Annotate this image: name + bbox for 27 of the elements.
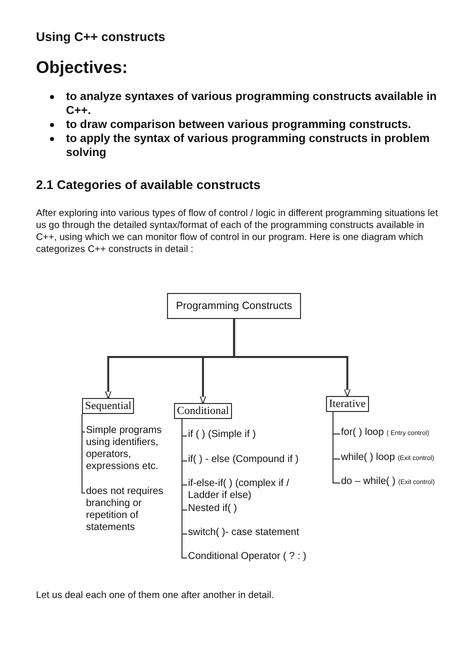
paragraph: Let us deal each one of them one after another in detail. <box>36 590 275 602</box>
list-item: if-else-if( ) (complex if / Ladder if else) <box>188 478 322 502</box>
list-item: while( ) loop <box>341 452 395 463</box>
arrow <box>233 319 351 397</box>
list-item: Nested if( ) <box>188 503 237 515</box>
bullet-item: to analyze syntaxes of various programming constructs available in C++. <box>66 90 438 118</box>
list-item: if ( ) (Simple if ) <box>188 429 256 441</box>
category-box: Iterative <box>326 396 369 412</box>
list-item: if( ) - else (Compound if ) <box>188 454 299 466</box>
bullet-item: to apply the syntax of various programming constructs in problem solving <box>66 132 431 160</box>
bullet-item: to draw comparison between various programming constructs. <box>66 118 412 132</box>
list-item: does not requires branching or repetition of statements <box>86 486 178 534</box>
connector-line <box>82 414 86 494</box>
list-item: Simple programs using identifiers, operators, expressions etc. <box>86 425 186 473</box>
list-item: Conditional Operator ( ? : ) <box>188 551 306 563</box>
list-item: switch( )- case statement <box>188 527 300 539</box>
connector-line <box>182 418 188 558</box>
category-box: Conditional <box>174 403 232 419</box>
connector-line <box>332 412 340 484</box>
category-box: Sequential <box>82 398 134 414</box>
paragraph: After exploring into various types of flow of control / logic in different programming situations let us go through the detailed syntax/format of each of the programming constructs available in C++, using which we can monitor flow of control in our program. Here is one diagram which categorizes C++ constructs in detail : <box>36 208 439 256</box>
list-item: do – while( ) <box>341 476 396 487</box>
root-box: Programming Constructs <box>167 293 302 319</box>
list-item: for( ) loop <box>341 427 384 438</box>
page-title: Using C++ constructs <box>36 30 166 44</box>
subsection-heading: 2.1 Categories of available constructs <box>36 178 262 192</box>
section-heading: Objectives: <box>36 58 129 78</box>
